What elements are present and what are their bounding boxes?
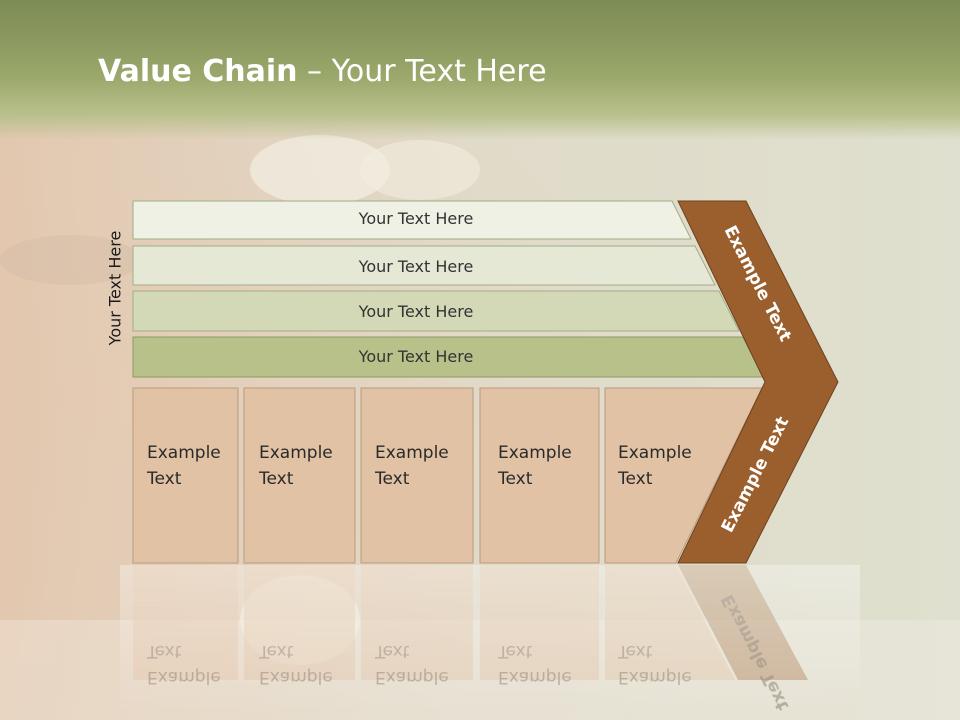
row-label-2: Your Text Here	[358, 257, 474, 276]
row-shape-1	[132, 200, 692, 240]
activity-label-3a: Example	[375, 443, 449, 463]
activity-label-2b: Text	[258, 469, 294, 489]
activity-label-4b: Text	[497, 469, 533, 489]
row-label-3: Your Text Here	[358, 302, 474, 321]
row-shape-3	[132, 290, 740, 332]
activity-label-1b: Text	[146, 469, 182, 489]
title-bold: Value Chain	[98, 54, 298, 89]
activity-label-4a: Example	[498, 443, 572, 463]
row-label-4: Your Text Here	[358, 347, 474, 366]
activity-box-4	[479, 387, 600, 564]
row-shape-2	[132, 245, 716, 286]
activity-label-1a: Example	[147, 443, 221, 463]
activity-box-2	[243, 387, 356, 564]
reflection-fade	[120, 565, 860, 720]
activity-box-3	[360, 387, 474, 564]
activity-label-5b: Text	[617, 469, 653, 489]
activity-label-2a: Example	[259, 443, 333, 463]
margin-chevron	[677, 200, 839, 564]
row-label-1: Your Text Here	[358, 209, 474, 228]
activity-box-5	[604, 387, 763, 564]
activity-label-3b: Text	[374, 469, 410, 489]
activity-label-5a: Example	[618, 443, 692, 463]
slide-title: Value Chain – Your Text Here	[98, 52, 547, 92]
activity-box-1	[132, 387, 239, 564]
title-rest: – Your Text Here	[297, 54, 547, 89]
header-bar	[0, 0, 960, 140]
